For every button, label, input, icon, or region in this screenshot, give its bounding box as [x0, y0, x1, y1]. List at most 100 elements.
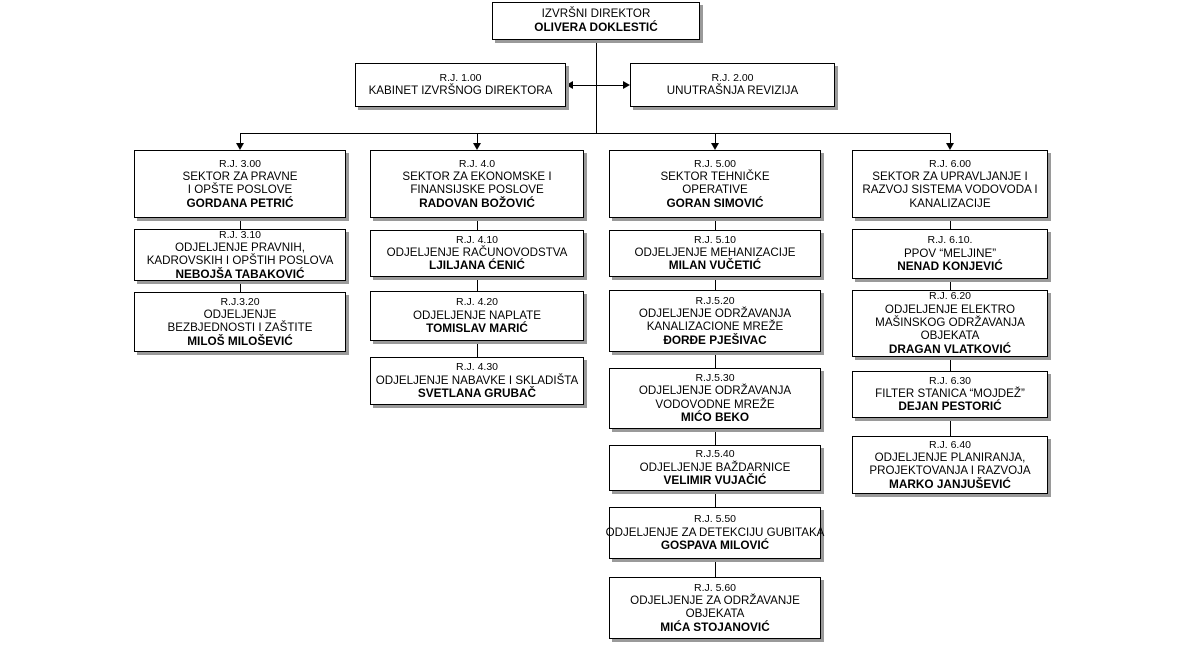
node-title-line2: BEZBJEDNOSTI I ZAŠTITE: [167, 321, 313, 335]
node-title-line2: KADROVSKIH I OPŠTIH POSLOVA: [146, 254, 334, 268]
connector-col4-link3: [950, 357, 951, 371]
node-code: R.J. 5.10: [693, 233, 737, 246]
node-unit-3-20[interactable]: R.J.3.20 ODJELJENJE BEZBJEDNOSTI I ZAŠTI…: [134, 292, 346, 352]
node-person: GOSPAVA MILOVIĆ: [660, 537, 770, 552]
connector-col4-link4: [950, 418, 951, 436]
connector-col3-link2: [715, 277, 716, 290]
node-code: R.J. 4.20: [455, 296, 499, 309]
node-person: OLIVERA DOKLESTIĆ: [534, 19, 658, 34]
connector-col1-link1: [240, 218, 241, 229]
node-title-line2: VODOVODNE MREŽE: [655, 397, 775, 411]
node-code: R.J. 6.00: [928, 157, 972, 170]
node-code: R.J. 4.30: [455, 361, 499, 374]
node-unit-6-30[interactable]: R.J. 6.30 FILTER STANICA “MOJDEŽ” DEJAN …: [852, 371, 1048, 418]
connector-staff-horizontal: [568, 85, 628, 86]
arrow-to-sector-4: [946, 143, 954, 150]
node-title-line2: I OPŠTE POSLOVE: [187, 183, 293, 197]
node-title-line1: ODJELJENJE NABAVKE I SKLADIŠTA: [375, 373, 579, 387]
node-code: R.J. 6.30: [928, 374, 972, 387]
node-code: R.J. 4.10: [455, 233, 499, 246]
node-code: R.J. 6.20: [928, 290, 972, 303]
node-person: MARKO JANJUŠEVIĆ: [889, 476, 1011, 491]
node-code: R.J. 5.00: [693, 157, 737, 170]
arrow-to-staff-unit-2: [623, 80, 630, 89]
node-sector-6[interactable]: R.J. 6.00 SEKTOR ZA UPRAVLJANJE I RAZVOJ…: [852, 150, 1048, 218]
node-code: R.J. 3.10: [218, 228, 262, 241]
node-title-line1: PPOV “MELJINE”: [903, 246, 997, 260]
node-title-line1: FILTER STANICA “MOJDEŽ”: [875, 387, 1025, 401]
node-person: NENAD KONJEVIĆ: [897, 258, 1003, 273]
node-title-line1: ODJELJENJE PRAVNIH,: [175, 240, 305, 254]
arrow-to-sector-2: [473, 143, 481, 150]
node-unit-5-20[interactable]: R.J.5.20 ODJELJENJE ODRŽAVANJA KANALIZAC…: [609, 290, 821, 352]
node-code: R.J. 3.00: [218, 157, 262, 170]
node-person: NEBOJŠA TABAKOVIĆ: [175, 266, 305, 281]
node-staff-unit-2[interactable]: R.J. 2.00 UNUTRAŠNJA REVIZIJA: [630, 63, 835, 107]
node-person: TOMISLAV MARIĆ: [426, 320, 528, 335]
connector-col2-link3: [477, 341, 478, 357]
node-unit-6-20[interactable]: R.J. 6.20 ODJELJENJE ELEKTRO MAŠINSKOG O…: [852, 290, 1048, 357]
connector-col3-link1: [715, 218, 716, 230]
node-title-line1: ODJELJENJE: [203, 307, 277, 321]
node-staff-unit-1[interactable]: R.J. 1.00 KABINET IZVRŠNOG DIREKTORA: [355, 63, 566, 107]
node-person: ĐORĐE PJEŠIVAC: [663, 332, 767, 347]
node-title-line1: ODJELJENJE ZA ODRŽAVANJE: [630, 593, 800, 607]
node-title: KABINET IZVRŠNOG DIREKTORA: [368, 84, 553, 98]
node-title-line2: KANALIZACIONE MREŽE: [646, 320, 784, 334]
node-title: IZVRŠNI DIREKTOR: [541, 7, 651, 21]
node-unit-4-30[interactable]: R.J. 4.30 ODJELJENJE NABAVKE I SKLADIŠTA…: [370, 357, 584, 405]
node-title-line1: ODJELJENJE PLANIRANJA,: [874, 450, 1026, 464]
node-code: R.J.5.20: [695, 294, 735, 307]
connector-bus-drop-3: [715, 133, 716, 143]
node-title-line2: OPERATIVE: [682, 183, 748, 197]
node-title-line1: ODJELJENJE RAČUNOVODSTVA: [386, 246, 568, 260]
node-unit-3-10[interactable]: R.J. 3.10 ODJELJENJE PRAVNIH, KADROVSKIH…: [134, 229, 346, 281]
node-code: R.J. 5.50: [693, 513, 737, 526]
node-title-line3: OBJEKATA: [920, 329, 980, 343]
node-person: MILAN VUČETIĆ: [668, 258, 762, 273]
node-title-line2: FINANSIJSKE POSLOVE: [410, 183, 544, 197]
node-unit-5-30[interactable]: R.J.5.30 ODJELJENJE ODRŽAVANJA VODOVODNE…: [609, 368, 821, 429]
node-code: R.J. 1.00: [439, 72, 482, 85]
node-sector-3[interactable]: R.J. 3.00 SEKTOR ZA PRAVNE I OPŠTE POSLO…: [134, 150, 346, 218]
node-unit-5-10[interactable]: R.J. 5.10 ODJELJENJE MEHANIZACIJE MILAN …: [609, 230, 821, 277]
node-sector-5[interactable]: R.J. 5.00 SEKTOR TEHNIČKE OPERATIVE GORA…: [609, 150, 821, 218]
node-title-line2: PROJEKTOVANJA I RAZVOJA: [869, 464, 1031, 478]
node-code: R.J.3.20: [220, 295, 260, 308]
node-unit-5-50[interactable]: R.J. 5.50 ODJELJENJE ZA DETEKCIJU GUBITA…: [606, 507, 824, 559]
node-title-line2: MAŠINSKOG ODRŽAVANJA: [875, 316, 1025, 330]
node-unit-6-10[interactable]: R.J. 6.10. PPOV “MELJINE” NENAD KONJEVIĆ: [852, 229, 1048, 279]
connector-col3-link4: [715, 429, 716, 445]
connector-col2-link1: [477, 218, 478, 230]
node-title-line1: SEKTOR ZA PRAVNE: [182, 169, 298, 183]
node-unit-4-10[interactable]: R.J. 4.10 ODJELJENJE RAČUNOVODSTVA LJILJ…: [370, 230, 584, 277]
connector-col3-link3: [715, 352, 716, 368]
node-title-line1: ODJELJENJE NAPLATE: [413, 308, 541, 322]
node-person: GORAN SIMOVIĆ: [666, 195, 764, 210]
node-sector-4[interactable]: R.J. 4.0 SEKTOR ZA EKONOMSKE I FINANSIJS…: [370, 150, 584, 218]
node-person: MIĆO BEKO: [680, 410, 750, 425]
arrow-to-sector-3: [711, 143, 719, 150]
node-title-line1: SEKTOR ZA UPRAVLJANJE I: [872, 169, 1028, 183]
connector-sector-bus: [240, 133, 950, 134]
node-unit-4-20[interactable]: R.J. 4.20 ODJELJENJE NAPLATE TOMISLAV MA…: [370, 291, 584, 341]
node-title-line2: OBJEKATA: [685, 607, 745, 621]
node-unit-5-40[interactable]: R.J.5.40 ODJELJENJE BAŽDARNICE VELIMIR V…: [609, 445, 821, 491]
node-code: R.J. 6.10.: [927, 234, 973, 247]
node-unit-6-40[interactable]: R.J. 6.40 ODJELJENJE PLANIRANJA, PROJEKT…: [852, 436, 1048, 494]
node-code: R.J. 4.0: [458, 157, 496, 170]
node-person: GORDANA PETRIĆ: [186, 195, 294, 210]
node-code: R.J. 2.00: [711, 72, 754, 85]
node-person: DEJAN PESTORIĆ: [898, 399, 1002, 414]
connector-col1-link2: [240, 281, 241, 292]
arrow-to-sector-1: [236, 143, 244, 150]
node-title-line1: ODJELJENJE ODRŽAVANJA: [638, 384, 792, 398]
node-executive[interactable]: IZVRŠNI DIREKTOR OLIVERA DOKLESTIĆ: [492, 2, 700, 40]
node-unit-5-60[interactable]: R.J. 5.60 ODJELJENJE ZA ODRŽAVANJE OBJEK…: [609, 577, 821, 639]
connector-col3-link6: [715, 559, 716, 577]
node-title-line2: RAZVOJ SISTEMA VODOVODA I: [862, 183, 1038, 197]
node-title-line1: SEKTOR ZA EKONOMSKE I: [402, 169, 552, 183]
connector-col4-link1: [950, 218, 951, 229]
node-code: R.J. 5.60: [693, 581, 737, 594]
